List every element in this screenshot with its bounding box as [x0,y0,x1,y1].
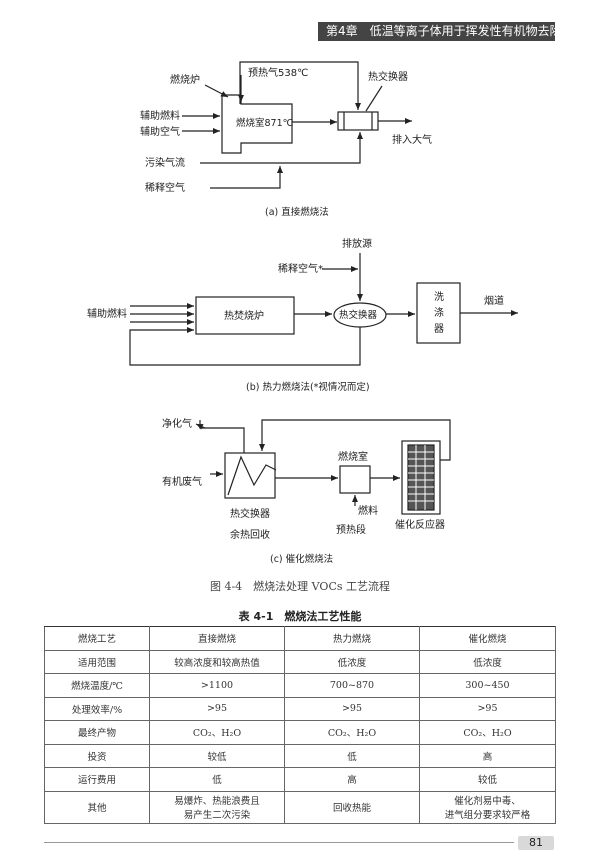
label-aux-air-a: 辅助空气 [140,125,180,138]
table-cell: 高 [284,767,420,792]
heat-exchanger-zigzag [227,455,277,496]
figure-caption: 图 4-4 燃烧法处理 VOCs 工艺流程 [209,580,391,593]
cell-line: 催化剂易中毒、 [454,796,521,807]
cell-line: 易爆炸、热能浪费且 [174,796,260,807]
table-cell: 700~870 [284,673,420,698]
table-cell: >95 [149,696,285,721]
label-scrubber-1: 洗 [434,291,444,303]
table-cell: 低 [284,743,420,768]
page-number: 81 [518,836,554,850]
label-catalytic-reactor: 催化反应器 [395,518,445,531]
table-title: 表 4-1 燃烧法工艺性能 [238,610,362,623]
table-header-row: 燃烧工艺 直接燃烧 热力燃烧 催化燃烧 [44,626,556,651]
preheat-gas-line [239,61,361,110]
table-row: 处理效率/% >95 >95 >95 [44,696,556,721]
table-cell: CO₂、H₂O [149,720,285,745]
table-cell: 较低 [419,767,556,792]
label-polluted-stream: 污染气流 [145,156,185,169]
row-label: 适用范围 [44,649,150,674]
chapter-header: 第4章 低温等离子体用于挥发性有机物去除 [318,22,555,41]
label-burner: 燃烧炉 [170,73,200,86]
cell-line: 易产生二次污染 [183,810,251,821]
table-cell: 高 [419,743,556,768]
table-row: 燃烧温度/℃ >1100 700~870 300~450 [44,673,556,698]
table-cell: 低 [149,767,285,792]
combustion-chamber-c-box [339,465,371,494]
label-purified-gas: 净化气 [162,417,192,430]
table-cell: >95 [284,696,420,721]
caption-c: (c) 催化燃烧法 [270,553,333,565]
table-cell: 低浓度 [419,649,556,674]
caption-b: (b) 热力燃烧法(*视情况而定) [246,381,370,393]
header-cell: 热力燃烧 [284,626,420,651]
label-heat-exchanger-c: 热交换器 [230,507,270,520]
label-dilution-air-a: 稀释空气 [145,181,185,194]
label-scrubber-3: 器 [434,323,444,335]
caption-a: (a) 直接燃烧法 [265,206,329,218]
label-organic-waste-gas: 有机废气 [162,475,202,488]
table-cell: 较低 [149,743,285,768]
label-waste-heat-recovery: 余热回收 [230,528,270,541]
label-incinerator: 热焚烧炉 [224,309,264,322]
row-label: 运行费用 [44,767,150,792]
table-cell: 易爆炸、热能浪费且 易产生二次污染 [149,790,285,824]
row-label: 燃烧温度/℃ [44,673,150,698]
label-heat-exchanger-b: 热交换器 [339,309,378,321]
diagram-direct-combustion [182,61,412,189]
row-label: 最终产物 [44,720,150,745]
table-cell: CO₂、H₂O [284,720,420,745]
incinerator-box [195,296,295,335]
label-aux-fuel-b: 辅助燃料 [87,307,127,320]
label-exhaust: 排入大气 [392,133,432,146]
table-cell: 300~450 [419,673,556,698]
label-emission-source: 排放源 [342,237,372,250]
label-combustion-chamber-c: 燃烧室 [338,450,368,463]
burner-arrow [204,84,229,98]
label-heat-exchanger-a: 热交换器 [368,70,408,83]
row-label: 处理效率/% [44,696,150,721]
label-scrubber-2: 涤 [434,306,444,319]
label-dilution-air-b: 稀释空气* [278,262,323,275]
diagram-thermal-combustion [129,253,518,366]
table-cell: 回收热能 [284,790,420,824]
table-row: 其他 易爆炸、热能浪费且 易产生二次污染 回收热能 催化剂易中毒、 进气组分要求… [44,790,556,824]
diagram-catalytic-combustion [195,419,451,515]
label-preheat-section: 预热段 [336,523,366,536]
row-label: 其他 [44,790,150,824]
table-cell: 较高浓度和较高热值 [149,649,285,674]
table-row: 适用范围 较高浓度和较高热值 低浓度 低浓度 [44,649,556,674]
process-flow-diagrams: 燃烧炉 预热气538℃ 热交换器 辅助燃料 辅助空气 燃烧室871℃ 排入大气 … [87,61,518,565]
heat-exchanger-c-box [224,452,276,499]
catalytic-reactor-box [401,440,441,515]
table-cell: 低浓度 [284,649,420,674]
performance-table: 燃烧工艺 直接燃烧 热力燃烧 催化燃烧 适用范围 较高浓度和较高热值 低浓度 低… [44,626,556,824]
label-aux-fuel-a: 辅助燃料 [140,109,180,122]
table-cell: >95 [419,696,556,721]
table-row: 最终产物 CO₂、H₂O CO₂、H₂O CO₂、H₂O [44,720,556,745]
table-row: 运行费用 低 高 较低 [44,767,556,792]
table-cell: >1100 [149,673,285,698]
dilution-air-line [210,166,283,189]
table-row: 投资 较低 低 高 [44,743,556,768]
header-cell: 燃烧工艺 [44,626,150,651]
footer-rule [44,842,514,843]
table-cell: CO₂、H₂O [419,720,556,745]
polluted-stream-line [200,132,363,164]
header-cell: 直接燃烧 [149,626,285,651]
table-cell: 催化剂易中毒、 进气组分要求较严格 [419,790,556,824]
label-fuel: 燃料 [358,504,378,517]
cell-line: 进气组分要求较严格 [444,810,531,821]
label-flue: 烟道 [484,294,504,307]
label-preheat-gas: 预热气538℃ [248,66,308,79]
header-cell: 催化燃烧 [419,626,556,651]
row-label: 投资 [44,743,150,768]
label-combustion-chamber-a: 燃烧室871℃ [236,117,294,129]
